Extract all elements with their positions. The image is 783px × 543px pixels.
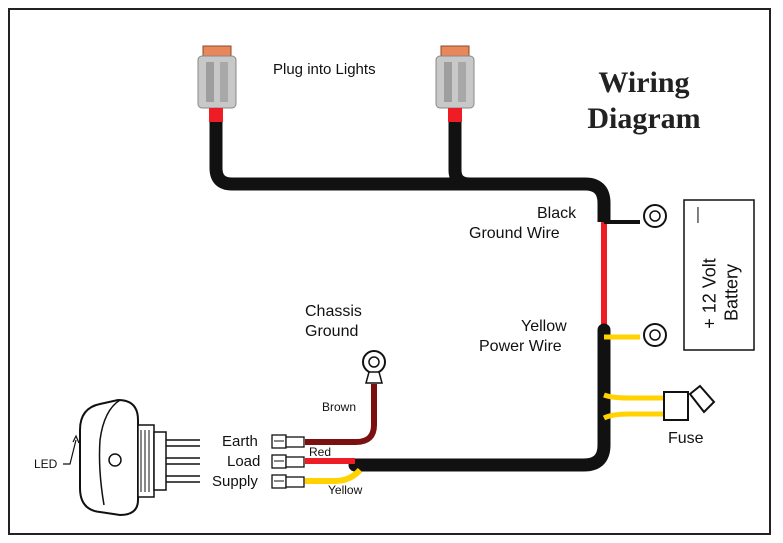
rocker-switch bbox=[79, 398, 200, 517]
black-wire-left-branch bbox=[209, 113, 462, 191]
supply-terminal bbox=[271, 474, 305, 489]
label-ground: Ground bbox=[305, 323, 359, 340]
chassis-ring-neck bbox=[365, 371, 383, 384]
led-indicator bbox=[108, 453, 122, 467]
label-black: Black bbox=[537, 205, 577, 222]
label-fuse: Fuse bbox=[668, 430, 704, 447]
label-yellow: Yellow bbox=[521, 318, 567, 335]
earth-terminal bbox=[271, 434, 305, 449]
black-wire-right-branch bbox=[448, 113, 477, 191]
diagram-title-line1: Wiring bbox=[598, 66, 690, 99]
diagram-title-line2: Diagram bbox=[587, 102, 701, 135]
light-connector-left bbox=[197, 45, 237, 122]
label-led: LED bbox=[34, 457, 58, 471]
battery-negative-sign: — bbox=[689, 207, 706, 223]
label-ground-wire: Ground Wire bbox=[469, 225, 560, 242]
label-power-wire: Power Wire bbox=[479, 338, 562, 355]
fuse-lead-top bbox=[603, 392, 665, 401]
battery-label-line2: Battery bbox=[721, 263, 742, 322]
battery-label-line1: + 12 Volt bbox=[699, 258, 720, 329]
label-chassis: Chassis bbox=[305, 303, 362, 320]
label-supply: Supply bbox=[212, 473, 258, 490]
label-yellow-small: Yellow bbox=[328, 483, 363, 497]
led-pointer bbox=[63, 439, 77, 465]
diagram-frame bbox=[8, 8, 771, 535]
label-plug-into-lights: Plug into Lights bbox=[273, 61, 376, 78]
label-red: Red bbox=[309, 445, 332, 459]
label-load: Load bbox=[227, 453, 261, 470]
fuse-holder bbox=[663, 391, 689, 421]
label-brown: Brown bbox=[322, 400, 357, 414]
fuse-lead-bottom bbox=[602, 411, 665, 421]
black-wire-main bbox=[455, 177, 611, 222]
fuse-cap bbox=[688, 384, 716, 414]
load-terminal bbox=[271, 454, 305, 469]
label-earth: Earth bbox=[222, 433, 258, 450]
battery-box bbox=[683, 199, 755, 351]
brown-wire bbox=[305, 384, 377, 445]
light-connector-right bbox=[435, 45, 475, 122]
black-wire-lower bbox=[348, 323, 611, 472]
yellow-wire-switch bbox=[305, 467, 363, 484]
